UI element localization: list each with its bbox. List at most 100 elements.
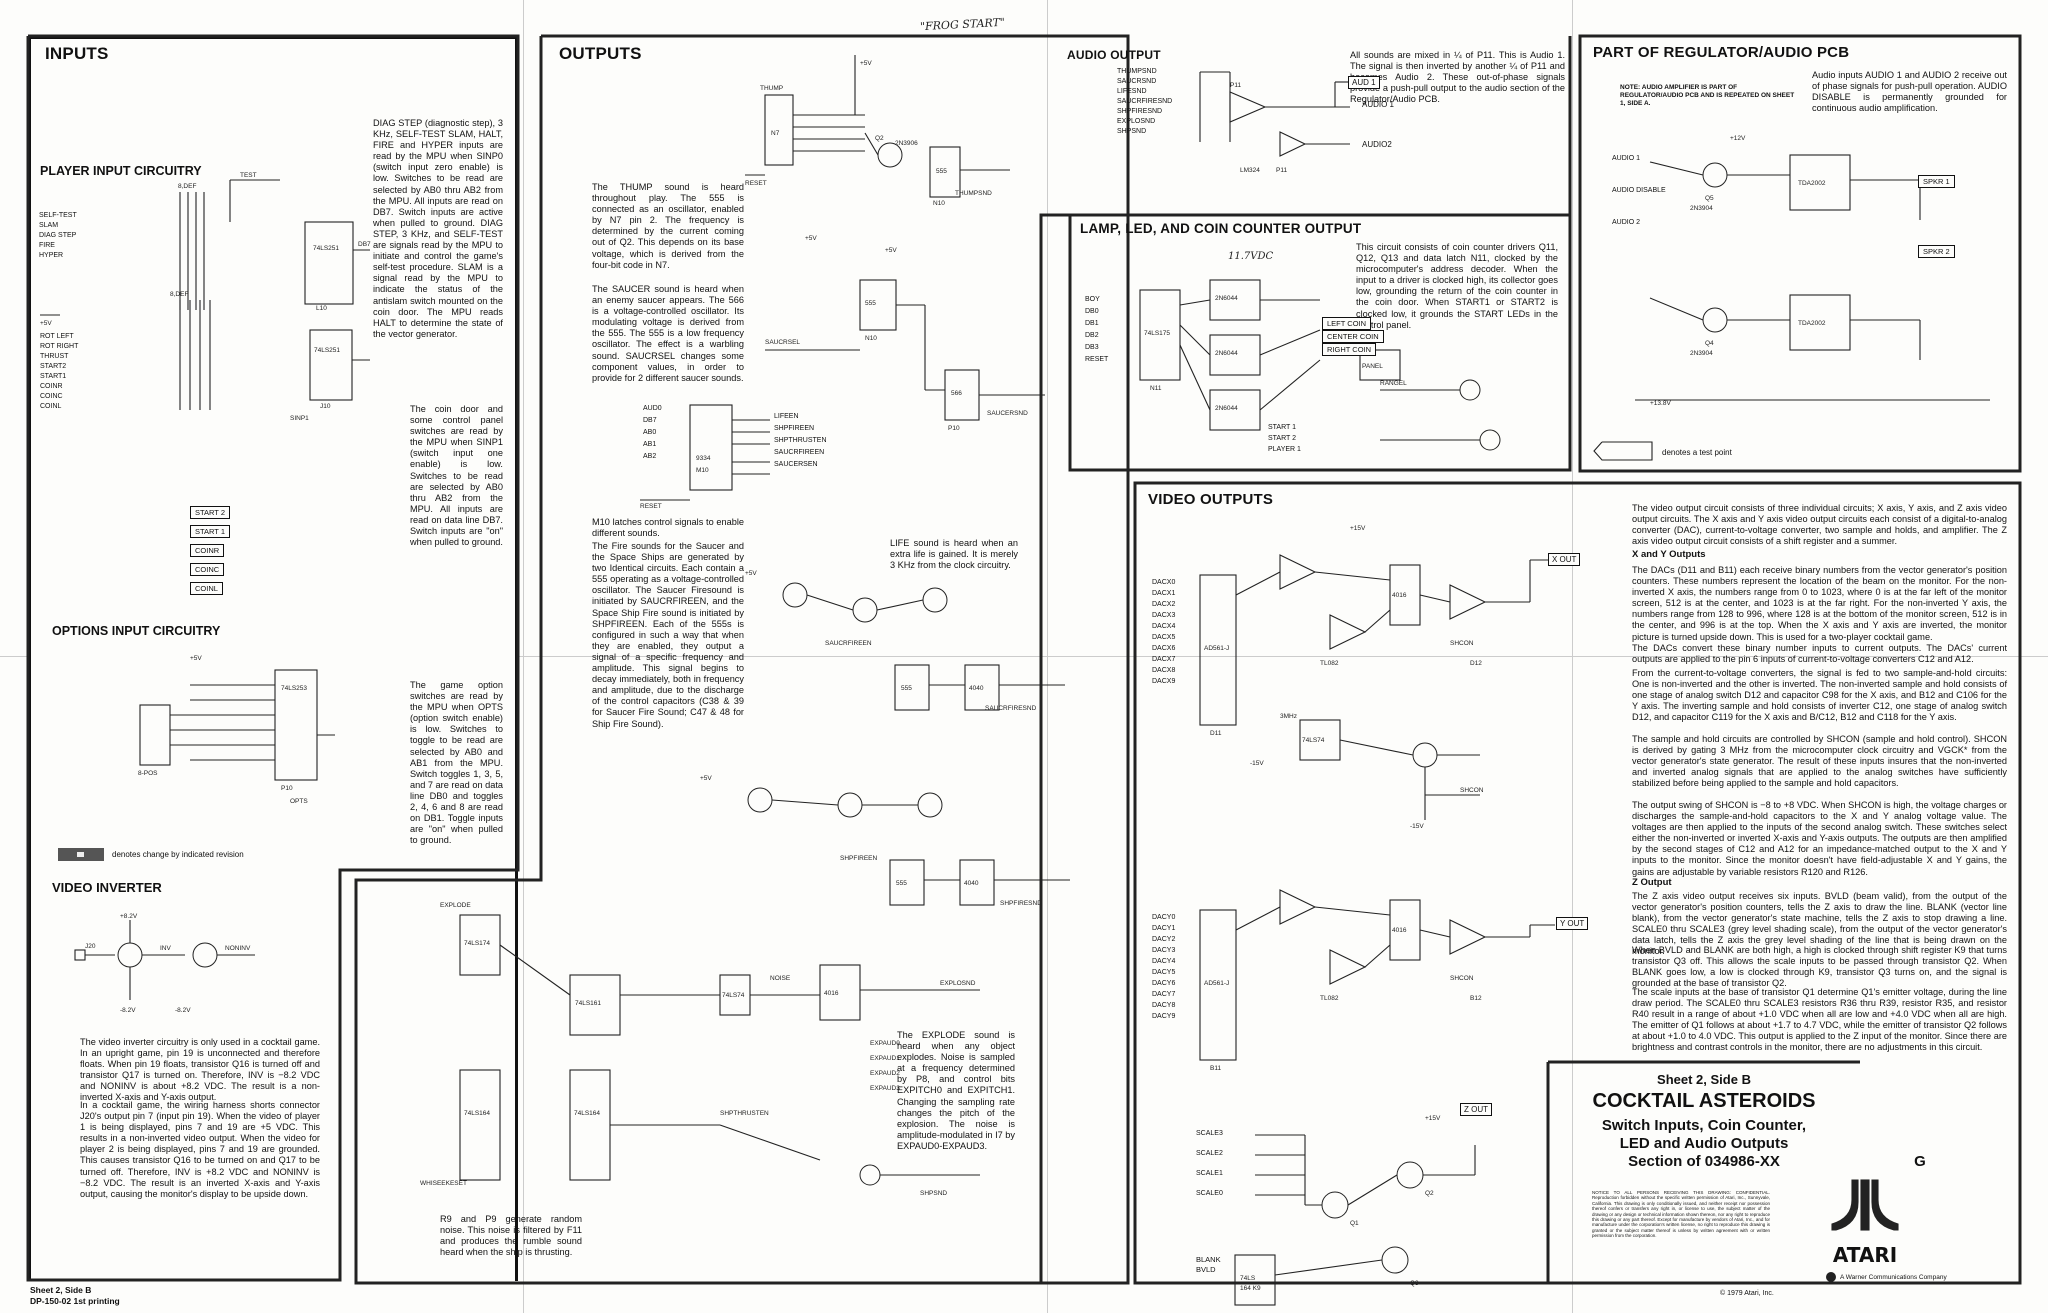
test-point-text: denotes a test point [1662,448,1732,457]
audio-mixer-schematic: LM324 P11 P11 [1199,71,1350,174]
svg-text:-15V: -15V [1250,760,1264,767]
latch-output-label: SAUCERSEN [774,461,818,468]
z-p3: The scale inputs at the base of transist… [1632,987,2007,1053]
titleblock-game: COCKTAIL ASTEROIDS [1592,1090,1816,1112]
lamp-voltage-note: 11.7VDC [1228,251,1274,262]
regulator-note: NOTE: AUDIO AMPLIFIER IS PART OF REGULAT… [1620,84,1795,107]
xy-heading: X and Y Outputs [1632,549,1706,560]
thump-desc: The THUMP sound is heard throughout play… [592,182,744,270]
regulator-title: PART OF REGULATOR/AUDIO PCB [1593,44,1850,61]
atari-wordmark: ATARI [1832,1243,1898,1267]
x-dac-label: DACX6 [1152,645,1176,652]
latch-input-label: DB7 [643,417,657,424]
audio-input-label: SHPFIRESND [1117,108,1163,115]
svg-text:2N6044: 2N6044 [1215,295,1238,302]
y-dac-label: DACY6 [1152,980,1176,987]
svg-text:4016: 4016 [1392,927,1407,934]
svg-text:SAUCRFIREEN: SAUCRFIREEN [825,640,872,647]
svg-text:EXPAUD3: EXPAUD3 [870,1085,900,1092]
noise-desc: R9 and P9 generate random noise. This no… [440,1214,582,1258]
y-dac-label: DACY0 [1152,914,1176,921]
lamp-input-label: DB3 [1085,344,1099,351]
svg-text:4040: 4040 [969,685,984,692]
svg-text:NONINV: NONINV [225,945,251,952]
svg-text:DB7: DB7 [358,241,371,248]
x-dac-label: DACX4 [1152,623,1176,630]
shcon-schematic: 74LS74 SHCON 3MHz -15V [1280,713,1484,830]
y-dac-label: DACY1 [1152,925,1176,932]
regulator-input-label: AUDIO DISABLE [1612,187,1666,194]
svg-text:B12: B12 [1470,995,1482,1002]
explode-desc: The EXPLODE sound is heard when any obje… [897,1030,1015,1151]
blank-label: BLANK [1196,1255,1221,1264]
svg-text:+15V: +15V [1350,525,1366,532]
latch-output-label: SAUCRFIREEN [774,449,825,456]
svg-text:566: 566 [951,390,962,397]
latch-schematic: 9334 M10 RESET [640,404,770,510]
svg-text:2N6044: 2N6044 [1215,405,1238,412]
xy-p2: The DACs convert these binary number inp… [1632,643,2007,665]
lamp-input-label: DB0 [1085,308,1099,315]
xy-p1: The DACs (D11 and B11) each receive bina… [1632,565,2007,642]
svg-text:Q2: Q2 [1425,1190,1434,1197]
svg-text:+5V: +5V [190,655,202,662]
audio-output-desc: All sounds are mixed in ¼ of P11. This i… [1350,50,1565,105]
z-p1: The Z axis video output receives six inp… [1632,891,2007,957]
svg-text:N10: N10 [933,200,945,207]
svg-text:SHPFIRESND: SHPFIRESND [1000,900,1042,907]
svg-text:PANEL: PANEL [1362,363,1383,370]
svg-text:+5V: +5V [860,60,872,67]
titleblock-rev: G [1914,1153,1926,1170]
start-coin-box: START 2 [190,506,231,519]
svg-text:-15V: -15V [1410,823,1424,830]
svg-text:EXPAUD0: EXPAUD0 [870,1040,900,1047]
svg-text:AD561-J: AD561-J [1204,980,1229,987]
svg-text:THUMPSND: THUMPSND [955,190,992,197]
svg-text:D11: D11 [1210,730,1222,737]
video-title: VIDEO OUTPUTS [1148,491,1274,508]
svg-text:EXPLODE: EXPLODE [440,902,471,909]
footer-printing: DP-150-02 1st printing [30,1296,120,1306]
y-out-box: Y OUT [1556,917,1589,930]
audio-input-label: EXPLOSND [1117,118,1156,125]
svg-text:EXPAUD2: EXPAUD2 [870,1070,900,1077]
warner-icon [1826,1272,1836,1282]
revision-legend-text: denotes change by indicated revision [112,850,244,859]
life-desc: LIFE sound is heard when an extra life i… [890,538,1018,571]
svg-text:74LS253: 74LS253 [281,685,307,692]
svg-text:P10: P10 [948,425,960,432]
start-coin-box: START 1 [190,525,231,538]
audio-input-label: LIFESND [1117,88,1147,95]
svg-text:TL082: TL082 [1320,995,1339,1002]
svg-text:+5V: +5V [700,775,712,782]
svg-text:Q4: Q4 [1705,340,1714,347]
svg-text:+5V: +5V [885,247,897,254]
svg-text:74LS174: 74LS174 [464,940,490,947]
player-signal-label: THRUST [40,353,69,360]
svg-text:SAUCERSND: SAUCERSND [987,410,1028,417]
speaker-output-label: SPKR 2 [1918,245,1955,258]
audio-input-label: SHPSND [1117,128,1147,135]
svg-text:INV: INV [160,945,172,952]
player-signal-label: SLAM [39,222,59,229]
svg-text:2N6044: 2N6044 [1215,350,1238,357]
svg-text:SHCON: SHCON [1450,640,1474,647]
lamp-input-label: BOY [1085,296,1100,303]
svg-text:N11: N11 [1150,385,1162,392]
svg-text:TEST: TEST [240,172,257,179]
svg-text:2N3904: 2N3904 [1690,205,1713,212]
audio-input-label: THUMPSND [1117,68,1157,75]
svg-text:74LS161: 74LS161 [575,1000,601,1007]
svg-text:SINP1: SINP1 [290,415,309,422]
fold-line [0,656,2048,657]
x-dac-label: DACX9 [1152,678,1176,685]
speaker-output-label: SPKR 1 [1918,175,1955,188]
svg-text:SHPTHRUSTEN: SHPTHRUSTEN [720,1110,769,1117]
audio2-label: AUDIO2 [1362,140,1392,149]
svg-text:555: 555 [901,685,912,692]
audio1-label: AUDIO 1 [1362,100,1395,109]
svg-text:P10: P10 [281,785,293,792]
latch-input-label: AB1 [643,441,657,448]
svg-text:8,DEF: 8,DEF [178,183,196,190]
svg-text:74LS251: 74LS251 [314,347,340,354]
